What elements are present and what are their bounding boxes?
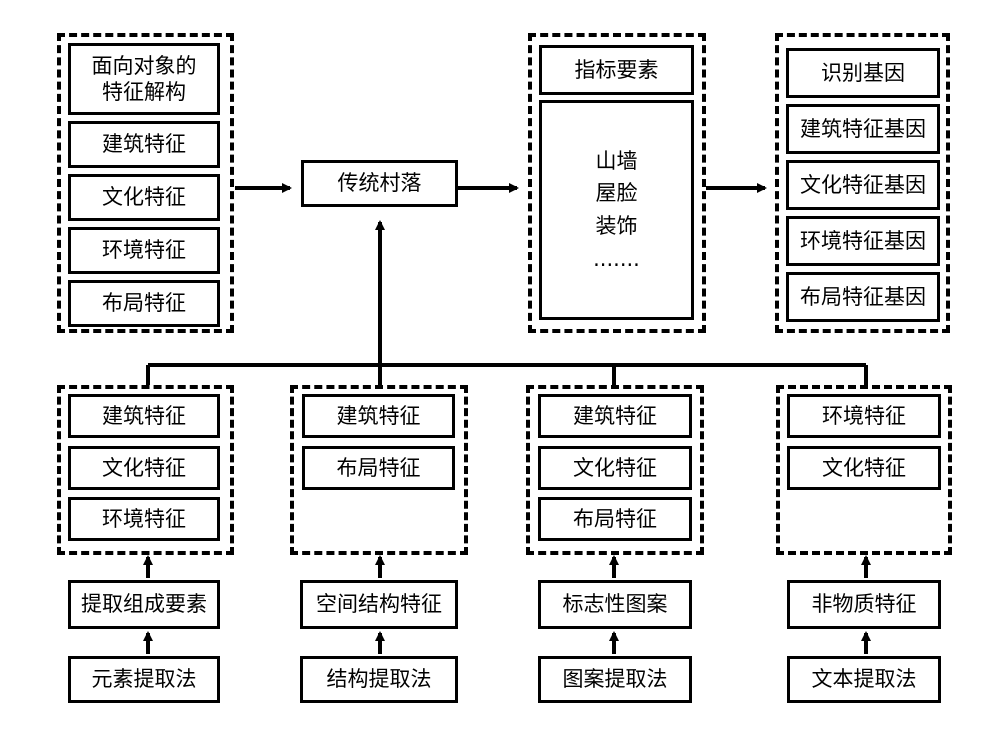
left-item-layout: 布局特征 [68, 280, 220, 327]
col1-step: 提取组成要素 [68, 580, 220, 629]
object-oriented-header: 面向对象的 特征解构 [68, 43, 220, 115]
indicator-item-gable-wall: 山墙 [595, 148, 638, 173]
indicator-item-roof-face: 屋脸 [595, 181, 638, 206]
col4-feature-group [776, 385, 952, 555]
col3-step: 标志性图案 [538, 580, 692, 629]
gene-item-architecture: 建筑特征基因 [786, 104, 940, 154]
col2-step: 空间结构特征 [300, 580, 458, 629]
col4-feature-environment: 环境特征 [787, 394, 941, 438]
col2-feature-architecture: 建筑特征 [302, 394, 455, 438]
col1-feature-culture: 文化特征 [68, 446, 220, 490]
col3-feature-architecture: 建筑特征 [538, 394, 692, 438]
object-oriented-group [57, 33, 234, 333]
left-item-environment: 环境特征 [68, 227, 220, 274]
col3-feature-layout: 布局特征 [538, 497, 692, 541]
col1-feature-group [57, 385, 234, 555]
indicator-item-ellipsis: ....... [593, 246, 640, 271]
col3-feature-culture: 文化特征 [538, 446, 692, 490]
indicator-list: 山墙 屋脸 装饰 ....... [539, 100, 694, 320]
gene-item-culture: 文化特征基因 [786, 160, 940, 210]
col4-feature-culture: 文化特征 [787, 446, 941, 490]
col2-feature-group [290, 385, 468, 555]
traditional-village-node: 传统村落 [301, 160, 458, 207]
gene-item-layout: 布局特征基因 [786, 272, 940, 322]
object-oriented-header-line2: 特征解构 [102, 80, 186, 104]
col2-feature-layout: 布局特征 [302, 446, 455, 490]
gene-item-environment: 环境特征基因 [786, 216, 940, 266]
indicator-title: 指标要素 [539, 45, 694, 95]
indicator-group [528, 33, 706, 333]
col4-step: 非物质特征 [787, 580, 941, 629]
col4-method: 文本提取法 [787, 656, 941, 703]
gene-title: 识别基因 [786, 48, 940, 98]
col3-method: 图案提取法 [538, 656, 692, 703]
col2-method: 结构提取法 [300, 656, 458, 703]
gene-group [775, 33, 950, 333]
col1-feature-architecture: 建筑特征 [68, 394, 220, 438]
col3-feature-group [526, 385, 704, 555]
col1-method: 元素提取法 [68, 656, 220, 703]
left-item-architecture: 建筑特征 [68, 121, 220, 168]
col1-feature-environment: 环境特征 [68, 497, 220, 541]
left-item-culture: 文化特征 [68, 174, 220, 221]
indicator-item-decoration: 装饰 [595, 214, 638, 238]
object-oriented-header-line1: 面向对象的 [91, 53, 197, 78]
